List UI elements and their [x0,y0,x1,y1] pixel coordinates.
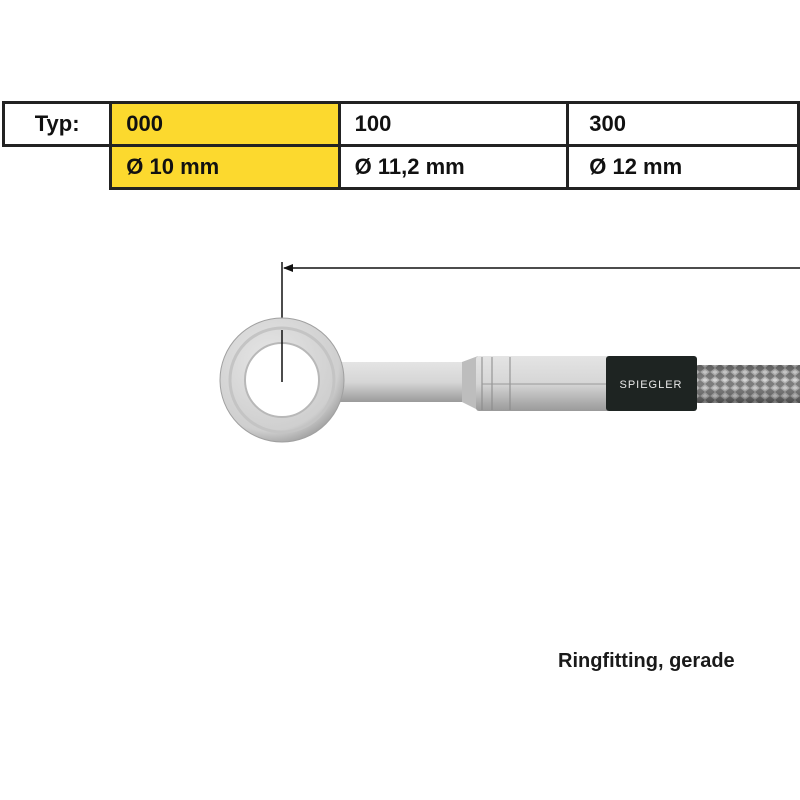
type-table: Typ: 000 100 300 Ø 10 mm Ø 11,2 mm Ø 12 … [1,101,800,190]
diameter-100: Ø 11,2 mm [337,144,570,190]
fitting-stem [330,362,470,402]
braided-hose [690,365,800,403]
caption: Ringfitting, gerade [558,650,735,672]
brand-band: SPIEGLER [606,356,697,411]
fitting-sleeve [476,356,610,411]
type-300: 300 [566,101,800,147]
brand-logo: SPIEGLER [619,379,682,391]
type-100: 100 [337,101,570,147]
type-row: Typ: 000 100 300 [1,101,800,147]
type-header-label: Typ: [1,101,113,147]
diameter-row: Ø 10 mm Ø 11,2 mm Ø 12 mm [3,144,800,190]
diameter-000: Ø 10 mm [109,144,341,190]
empty-cell [3,145,113,189]
diameter-300: Ø 12 mm [566,144,800,190]
type-000: 000 [109,101,341,147]
